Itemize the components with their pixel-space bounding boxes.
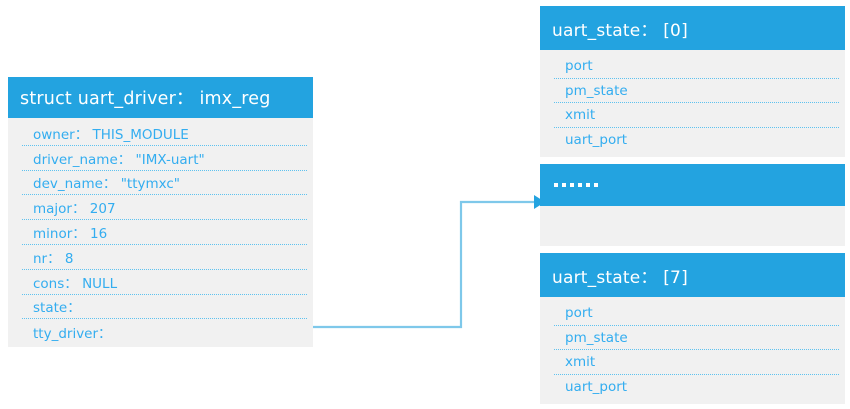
uart-state-field-row[interactable]: uart_port <box>554 375 839 400</box>
uart-state-7-body: port pm_state xmit uart_port <box>540 297 845 404</box>
struct-field-row[interactable]: owner： THIS_MODULE <box>22 121 307 146</box>
ellipsis-icon <box>554 183 598 187</box>
struct-field-label: nr： 8 <box>33 250 74 267</box>
struct-field-row[interactable]: nr： 8 <box>22 244 307 270</box>
struct-uart-driver-header: struct uart_driver： imx_reg <box>8 77 313 118</box>
uart-state-field-row[interactable]: pm_state <box>554 78 839 104</box>
uart-state-field-row[interactable]: uart_port <box>554 128 839 153</box>
uart-state-field-label: pm_state <box>565 329 628 346</box>
struct-field-label: state： <box>33 300 81 317</box>
uart-state-ellipsis-card[interactable] <box>540 164 845 246</box>
uart-state-field-label: port <box>565 304 593 321</box>
uart-state-field-label: xmit <box>565 107 596 124</box>
uart-state-field-row[interactable]: xmit <box>554 103 839 129</box>
uart-state-field-row[interactable]: port <box>554 301 839 326</box>
struct-field-label: tty_driver： <box>33 325 112 342</box>
struct-field-row[interactable]: dev_name： "ttymxc" <box>22 170 307 196</box>
struct-uart-driver-card[interactable]: struct uart_driver： imx_reg owner： THIS_… <box>8 77 313 348</box>
struct-field-row[interactable]: tty_driver： <box>22 319 307 345</box>
uart-state-field-row[interactable]: port <box>554 54 839 79</box>
uart-state-7-header: uart_state： [7] <box>540 253 845 297</box>
struct-field-row[interactable]: driver_name： "IMX-uart" <box>22 145 307 171</box>
uart-state-field-label: port <box>565 57 593 74</box>
struct-field-label: driver_name： "IMX-uart" <box>33 151 205 168</box>
struct-field-row[interactable]: minor： 16 <box>22 220 307 245</box>
struct-field-row-state[interactable]: state： <box>22 294 307 320</box>
uart-state-field-row[interactable]: xmit <box>554 350 839 376</box>
uart-state-field-label: pm_state <box>565 82 628 99</box>
uart-state-field-label: uart_port <box>565 379 628 396</box>
uart-state-0-header: uart_state： [0] <box>540 6 845 50</box>
uart-state-field-label: xmit <box>565 354 596 371</box>
struct-field-label: cons： NULL <box>33 275 118 292</box>
struct-field-row[interactable]: major： 207 <box>22 195 307 221</box>
connector-line <box>313 200 534 329</box>
uart-state-ellipsis-header <box>540 164 845 206</box>
uart-state-7-card[interactable]: uart_state： [7] port pm_state xmit uart_… <box>540 253 845 404</box>
struct-field-label: owner： THIS_MODULE <box>33 126 189 143</box>
uart-state-field-label: uart_port <box>565 132 628 149</box>
struct-field-row[interactable]: cons： NULL <box>22 269 307 295</box>
struct-field-label: minor： 16 <box>33 226 108 243</box>
struct-field-label: major： 207 <box>33 201 116 218</box>
uart-state-0-body: port pm_state xmit uart_port <box>540 50 845 157</box>
uart-state-0-card[interactable]: uart_state： [0] port pm_state xmit uart_… <box>540 6 845 157</box>
uart-state-field-row[interactable]: pm_state <box>554 325 839 351</box>
struct-field-label: dev_name： "ttymxc" <box>33 176 181 193</box>
uart-state-ellipsis-body <box>540 206 845 246</box>
struct-uart-driver-body: owner： THIS_MODULE driver_name： "IMX-uar… <box>8 118 313 348</box>
